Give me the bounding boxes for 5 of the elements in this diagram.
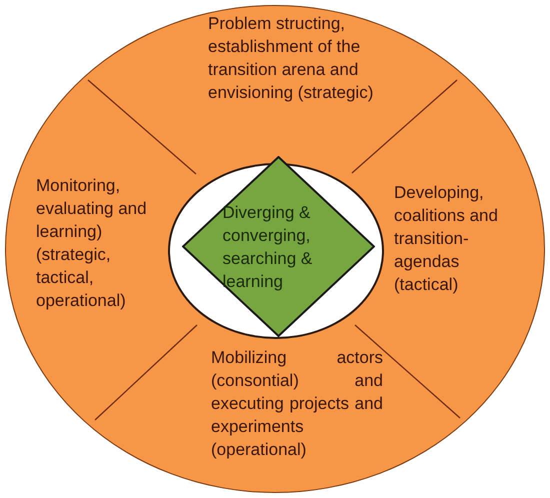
sector-text: Monitoring, evaluating and learning) (strategic, tactical, operational)	[36, 175, 148, 312]
sector-text: Developing, coalitions and transition-agendas (tactical)	[394, 182, 499, 296]
sector-text: Problem structing, establishment of the transition arena and envisioning (strategic)	[208, 13, 374, 104]
sector-text: Mobilizing actors (consontial) and executing projects and experiments (operational)	[211, 347, 383, 461]
diamond-text: Diverging & converging, searching & learning	[222, 202, 314, 292]
